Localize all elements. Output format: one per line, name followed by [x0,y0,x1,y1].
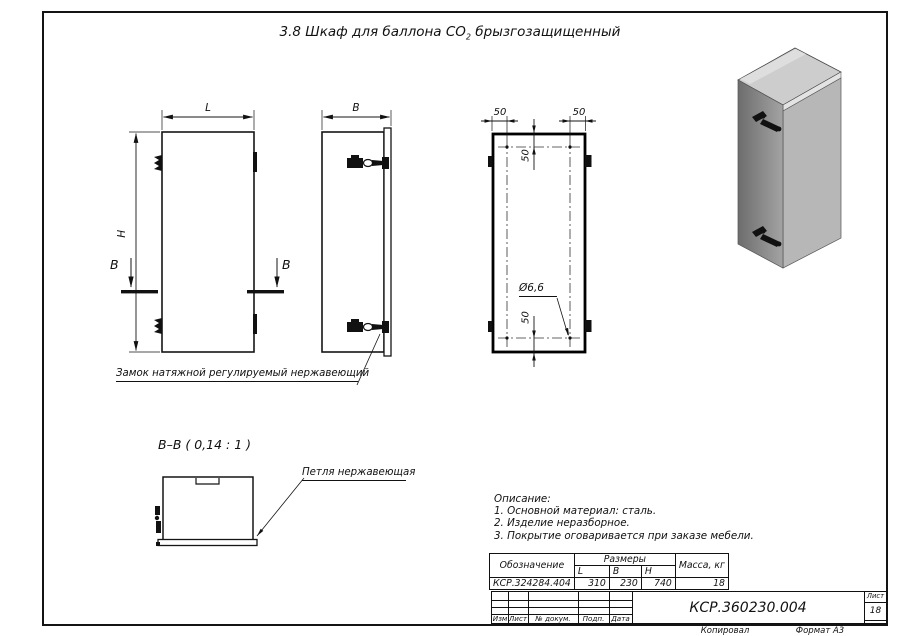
col-L: L [573,565,610,578]
latch-callout-label: Замок натяжной регулируемый нержавеющий [116,368,369,382]
title-block: Изм Лист № докум. Подп. Дата КСР.360230.… [491,591,887,624]
drawing-title-suffix: брызгозащищенный [471,24,621,40]
dim-label-50-top-right: 50 [572,107,586,118]
latch-mark-top [253,152,257,172]
hole [568,145,572,149]
section-letter-left: B [110,257,119,272]
drawing-title-text: 3.8 Шкаф для баллона CO [279,24,466,40]
iso-latch-bottom [752,226,782,247]
tension-latch-top [347,155,389,169]
format-label: Формат А3 [795,626,845,636]
hole-diameter-label: Ø6,6 [519,282,557,298]
sheet-label: Лист [865,592,886,603]
sheet-box: Лист 18 [864,592,886,623]
section-door-panel [157,538,258,547]
hinge-mark-top [154,155,162,171]
centerlines [498,139,580,347]
cell-designation: КСР.324284.404 [489,577,575,590]
description-block: Описание: 1. Основной материал: сталь. 2… [494,493,754,542]
drawing-title: 3.8 Шкаф для баллона CO2 брызгозащищенны… [230,25,670,42]
latch-mark-bottom [253,314,257,334]
hinge-callout-label: Петля нержавеющая [302,467,415,481]
dim-label-B: B [352,102,360,114]
description-item: 1. Основной материал: сталь. [494,505,657,518]
section-view [154,476,305,547]
col-H: H [640,565,676,578]
label-izm: Изм [492,613,508,623]
dim-label-50-upper: 50 [520,149,532,162]
front-view [121,110,284,353]
hinge-leader-line [256,477,305,537]
tension-latch-bottom [347,319,389,333]
copied-label: Копировал [700,626,750,636]
dimensions-table: Обозначение Размеры Масса, кг L B H КСР.… [489,553,729,590]
plan-view [481,116,596,367]
col-B: B [608,565,642,578]
table-row: КСР.324284.404 310 230 740 18 [489,577,729,590]
col-designation: Обозначение [489,553,575,578]
hole [505,336,509,340]
description-item: 2. Изделие неразборное. [494,517,630,530]
side-view-door [383,127,392,357]
label-podp: Подп. [582,613,605,623]
cell-H: 740 [640,577,676,590]
latch-leader-line [356,333,381,386]
cell-B: 230 [608,577,642,590]
col-mass: Масса, кг [674,553,729,578]
cell-mass: 18 [674,577,729,590]
label-data: Дата [611,613,630,623]
section-letter-right: B [282,257,291,272]
drawing-title-subscript: 2 [465,32,472,42]
section-title: B–B ( 0,14 : 1 ) [158,437,252,452]
dim-label-L: L [205,102,211,114]
label-list: Лист [508,613,528,623]
side-view [321,110,392,386]
description-heading: Описание: [494,493,551,505]
iso-front-face [782,77,842,269]
section-outline [162,476,254,544]
hole [505,145,509,149]
hinge-mark-bottom [154,318,162,334]
dim-label-50-top-left: 50 [493,107,507,118]
col-sizes-group: Размеры [573,553,676,566]
section-latch [154,506,161,533]
document-number: КСР.360230.004 [689,599,807,616]
iso-latch-top [752,111,782,132]
sheet-value: 18 [865,603,886,621]
label-doc-num: № докум. [535,613,571,623]
dim-label-50-lower: 50 [520,311,532,324]
hole [568,336,572,340]
cell-L: 310 [573,577,610,590]
iso-view [737,47,842,269]
description-item: 3. Покрытие оговаривается при заказе меб… [494,529,754,542]
dim-label-H: H [116,229,129,238]
side-view-outline [321,131,385,353]
iso-side-face [737,79,784,269]
front-view-outline [161,131,255,353]
section-notch [195,478,220,485]
sheet-frame [42,11,888,626]
